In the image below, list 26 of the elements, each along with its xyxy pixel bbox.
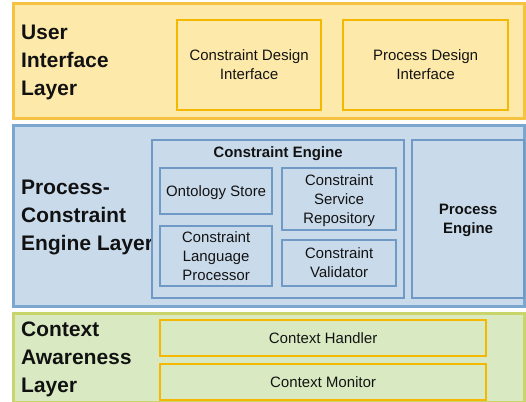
component-label: Ontology Store: [164, 182, 268, 200]
component-label: Constraint Language Processor: [180, 228, 252, 284]
layer-band: [12, 312, 526, 402]
component-label: Process Design Interface: [372, 46, 480, 84]
layer-title: User Interface Layer: [21, 20, 110, 102]
layer-title: Process-Constraint Engine Layer: [21, 175, 154, 257]
layer-band: [12, 124, 526, 308]
component-label: Process Engine: [438, 200, 498, 238]
component-box: [176, 19, 322, 111]
component-label: Constraint Design Interface: [188, 46, 310, 84]
component-label: Context Handler: [268, 328, 378, 348]
component-box: [342, 19, 509, 111]
component-box: [411, 139, 525, 299]
component-group: [151, 139, 405, 299]
layer-band: [12, 2, 526, 120]
component-box: [159, 319, 487, 357]
component-label: Constraint Service Repository: [302, 170, 376, 228]
component-box: [159, 225, 273, 287]
component-box: [281, 239, 397, 287]
component-label: Constraint Validator: [304, 244, 374, 282]
component-box: [159, 167, 273, 215]
component-label: Context Monitor: [269, 372, 377, 392]
component-box: [281, 167, 397, 231]
component-box: [159, 363, 487, 401]
group-title: Constraint Engine: [213, 144, 343, 161]
layer-title: Context Awareness Layer: [21, 317, 133, 399]
